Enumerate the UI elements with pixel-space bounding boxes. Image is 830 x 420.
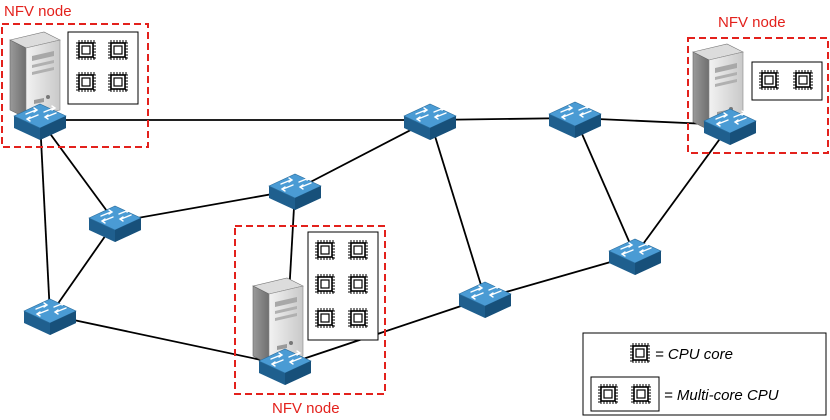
cpu-core-icon (792, 69, 814, 91)
switch-icon (268, 173, 322, 211)
cpu-core-icon (629, 342, 651, 364)
switch-icon (88, 205, 142, 243)
link (49, 221, 116, 316)
switch-icon (548, 101, 602, 139)
cpu-core-icon (630, 383, 652, 405)
nfv-node-label-1: NFV node (4, 3, 72, 20)
cpu-core-icon (597, 383, 619, 405)
link (114, 189, 296, 223)
server-icon (9, 31, 61, 119)
nfv-node-boxes (1, 23, 829, 395)
link (39, 119, 51, 316)
link (39, 119, 116, 223)
cpu-core-icon (75, 39, 97, 61)
nfv-node-box-3 (234, 225, 386, 395)
cpu-core-icon (347, 273, 369, 295)
nfv-node-label-3: NFV node (272, 400, 340, 417)
legend: = CPU core = Multi-core CPU (582, 332, 827, 416)
link (634, 124, 731, 256)
cpu-core-icon (347, 307, 369, 329)
cpu-core-icon (314, 239, 336, 261)
server-icon (252, 277, 304, 365)
cpu-core-icon (107, 71, 129, 93)
link (49, 314, 286, 366)
cpu-core-icon (107, 39, 129, 61)
cpu-core-icon (75, 71, 97, 93)
cpu-core-icon (758, 69, 780, 91)
cpu-core-icon (347, 239, 369, 261)
switch-icon (608, 238, 662, 276)
switch-icon (23, 298, 77, 336)
link (294, 119, 431, 191)
nfv-node-label-2: NFV node (718, 14, 786, 31)
cpu-core-icon (314, 273, 336, 295)
link (429, 119, 486, 299)
switch-icon (403, 103, 457, 141)
nfv-node-box-2 (687, 37, 829, 154)
switch-icon (458, 281, 512, 319)
cpu-core-icon (314, 307, 336, 329)
link (574, 117, 636, 256)
legend-multicore-label: = Multi-core CPU (664, 387, 779, 404)
multicore-cpu-node-2 (751, 61, 823, 101)
multicore-cpu-node-1 (67, 31, 139, 105)
legend-core-label: = CPU core (655, 346, 733, 363)
multicore-cpu-node-3 (307, 231, 379, 341)
nfv-node-box-1 (1, 23, 149, 148)
